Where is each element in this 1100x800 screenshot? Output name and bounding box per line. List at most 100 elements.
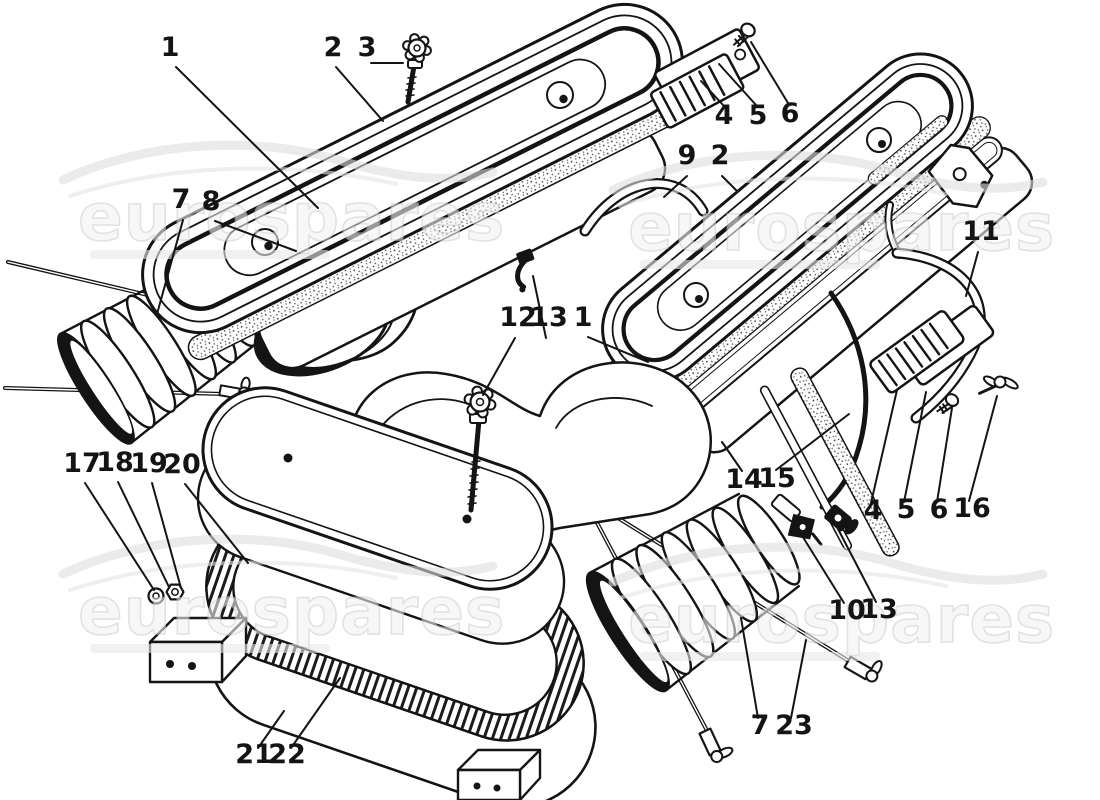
part-number-label: 1 bbox=[161, 32, 180, 63]
leader-line bbox=[290, 677, 341, 749]
part-number-label: 18 bbox=[96, 447, 134, 478]
leader-line bbox=[587, 336, 649, 363]
hose-clamp-upper bbox=[515, 248, 535, 293]
part-number-label: 11 bbox=[962, 216, 1000, 247]
leader-line bbox=[335, 66, 384, 122]
callout-11-10: 11 bbox=[962, 216, 1000, 297]
leader-line bbox=[870, 389, 898, 504]
part-number-label: 2 bbox=[711, 140, 730, 171]
part-number-label: 7 bbox=[751, 710, 770, 741]
callout-13-21: 13 bbox=[836, 526, 898, 625]
wing-bolt-center bbox=[463, 385, 497, 513]
watermark-swoosh bbox=[608, 542, 1048, 587]
callout-4-16: 4 bbox=[864, 389, 898, 526]
callout-2-9: 2 bbox=[711, 140, 738, 192]
callout-18-25: 18 bbox=[96, 447, 170, 588]
leader-line bbox=[156, 219, 184, 315]
leader-line bbox=[700, 80, 724, 106]
callout-17-24: 17 bbox=[63, 448, 155, 591]
leader-line bbox=[721, 175, 738, 192]
sealing-strips bbox=[759, 290, 900, 557]
callout-21-28: 21 bbox=[235, 710, 285, 770]
part-number-label: 16 bbox=[953, 493, 991, 524]
leader-line bbox=[482, 337, 516, 396]
callout-2-1: 2 bbox=[324, 32, 384, 122]
callout-15-15: 15 bbox=[758, 413, 850, 494]
watermark-text: eurospares bbox=[78, 179, 505, 256]
leader-line bbox=[721, 441, 743, 472]
part-number-label: 12 bbox=[499, 302, 537, 333]
part-number-label: 4 bbox=[864, 495, 883, 526]
watermark-2: eurospares bbox=[58, 534, 505, 653]
part-number-label: 6 bbox=[781, 98, 800, 129]
leader-line bbox=[151, 482, 182, 589]
air-cleaner-cover-bottom bbox=[201, 386, 554, 591]
watermark-layer: eurospares eurospares eurospares eurospares bbox=[58, 140, 1055, 661]
part-number-label: 1 bbox=[574, 302, 593, 333]
cover-screw-dimples-right bbox=[683, 127, 892, 308]
leader-line bbox=[175, 66, 319, 209]
callout-4-3: 4 bbox=[700, 80, 733, 131]
grille-screw bbox=[733, 22, 756, 48]
callout-6-18: 6 bbox=[930, 407, 953, 525]
leader-line bbox=[936, 407, 953, 503]
leader-line bbox=[740, 617, 759, 719]
leader-line bbox=[965, 251, 979, 297]
leader-line bbox=[775, 413, 850, 471]
part-number-label: 9 bbox=[678, 140, 697, 171]
watermark-underline bbox=[90, 644, 330, 653]
watermark-text: eurospares bbox=[628, 581, 1055, 658]
leader-line bbox=[750, 41, 789, 104]
part-number-label: 8 bbox=[202, 186, 221, 217]
leader-line bbox=[184, 483, 249, 564]
watermark-text: eurospares bbox=[628, 189, 1055, 266]
watermark-underline bbox=[90, 250, 330, 259]
part-number-label: 10 bbox=[828, 595, 866, 626]
hose-clamp-fitting-right-b bbox=[698, 727, 734, 764]
callout-1-0: 1 bbox=[161, 32, 319, 209]
watermark-swoosh bbox=[58, 534, 498, 579]
callout-10-20: 10 bbox=[800, 533, 866, 626]
part-number-label: 14 bbox=[725, 464, 763, 495]
watermark-underline bbox=[640, 260, 880, 269]
part-number-label: 5 bbox=[897, 494, 916, 525]
callout-16-19: 16 bbox=[953, 395, 998, 524]
side-grille-assembly-right bbox=[869, 304, 1019, 414]
leader-line bbox=[214, 220, 297, 252]
part-number-label: 5 bbox=[749, 100, 768, 131]
part-number-label: 3 bbox=[358, 32, 377, 63]
callout-14-14: 14 bbox=[721, 441, 763, 495]
leader-line bbox=[968, 395, 998, 502]
leader-line bbox=[718, 63, 757, 106]
leader-line bbox=[800, 533, 845, 604]
part-number-label: 19 bbox=[130, 448, 168, 479]
part-number-label: 22 bbox=[268, 739, 306, 770]
watermark-swoosh-2 bbox=[618, 176, 948, 208]
part-number-label: 21 bbox=[235, 739, 273, 770]
callout-7-6: 7 bbox=[156, 184, 190, 315]
grille-bolt bbox=[936, 393, 960, 414]
leader-line bbox=[663, 175, 688, 198]
washer bbox=[147, 587, 165, 605]
callout-6-5: 6 bbox=[750, 41, 800, 129]
callout-23-23: 23 bbox=[775, 639, 813, 741]
callout-9-8: 9 bbox=[663, 140, 697, 198]
watermark-0: eurospares bbox=[58, 140, 505, 259]
part-number-label: 23 bbox=[775, 710, 813, 741]
callout-8-7: 8 bbox=[202, 186, 297, 252]
leader-line bbox=[532, 275, 547, 339]
watermark-3: eurospares bbox=[608, 542, 1055, 661]
wing-bolt-top bbox=[402, 33, 432, 105]
watermark-swoosh bbox=[58, 140, 498, 185]
part-number-label: 6 bbox=[930, 494, 949, 525]
sealing-strip-foam bbox=[790, 367, 900, 557]
watermark-swoosh-2 bbox=[68, 560, 398, 592]
grille-2 bbox=[869, 310, 965, 394]
callout-3-2: 3 bbox=[358, 32, 404, 64]
breather-hose bbox=[579, 178, 709, 237]
part-number-label: 20 bbox=[163, 449, 201, 480]
watermark-swoosh bbox=[608, 150, 1048, 195]
